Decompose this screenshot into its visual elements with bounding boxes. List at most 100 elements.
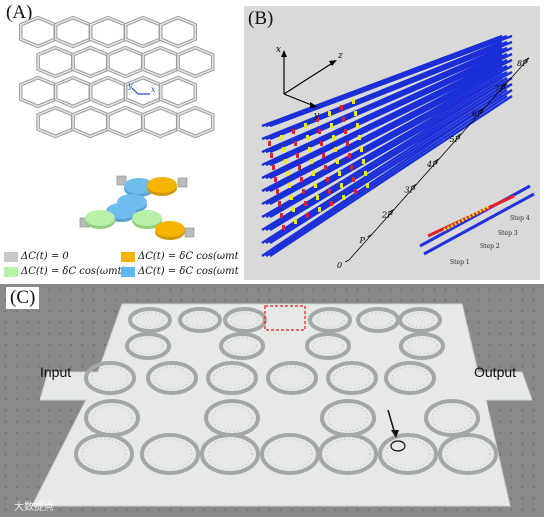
ring-resonator	[146, 361, 198, 395]
modulated-segment	[286, 171, 289, 176]
inset-step-1: Step 1	[450, 259, 470, 266]
waveguide-rod	[265, 52, 508, 167]
lattice-cell-highlight	[72, 46, 109, 78]
lattice-cell-highlight	[159, 76, 197, 108]
waveguide-rod	[261, 82, 503, 232]
legend-text-zero: ΔC(t) = 0	[21, 251, 69, 262]
scale-tick	[389, 209, 395, 212]
modulated-segment	[316, 117, 319, 122]
ring-holes	[147, 438, 193, 470]
legend-text-minus: ΔC(t) = δC cos(ωmt − 2π / 3)	[138, 251, 240, 262]
panel-c-label: (C)	[6, 287, 40, 309]
waveguide-rod	[261, 58, 503, 180]
modulated-segment	[280, 213, 283, 218]
modulated-segment	[308, 147, 311, 152]
ring-holes	[207, 438, 253, 470]
scale-label: 8P	[517, 59, 528, 68]
modulated-segment	[342, 117, 345, 122]
ring-resonator	[128, 307, 172, 333]
waveguide-rod	[265, 76, 508, 219]
modulated-segment	[294, 219, 297, 224]
axis-x-label: x	[151, 85, 156, 94]
probe-marker	[390, 440, 406, 452]
ring-holes	[327, 404, 369, 432]
modulated-segment	[366, 183, 369, 188]
inset-step-3: Step 3	[498, 230, 518, 237]
modulated-segment	[268, 141, 271, 146]
ring-holes	[312, 337, 344, 355]
modulated-segment	[334, 147, 337, 152]
ring-resonator	[178, 307, 222, 333]
ring-holes	[385, 438, 431, 470]
waveguide-rod	[269, 52, 513, 167]
ring-resonator	[305, 332, 351, 360]
modulated-segment	[328, 111, 331, 116]
ring-resonator	[84, 361, 136, 395]
waveguide-rod	[269, 34, 513, 128]
ring-holes	[273, 366, 311, 390]
ring-holes	[230, 312, 260, 328]
input-label: Input	[40, 364, 72, 380]
hexagonal-lattice: y x	[18, 15, 215, 240]
ring-holes	[135, 312, 165, 328]
modulated-segment	[320, 141, 323, 146]
ring-holes	[91, 366, 129, 390]
modulated-segment	[326, 177, 329, 182]
lattice-cell-highlight	[72, 106, 109, 138]
modulated-segment	[330, 123, 333, 128]
waveguide-rod	[261, 95, 503, 257]
panel-a-label: (A)	[6, 2, 33, 23]
waveguide-rod	[261, 88, 503, 245]
modulated-segment	[352, 177, 355, 182]
modulation-inset: Step 1 Step 2 Step 3 Step 4	[419, 184, 535, 266]
waveguide-rod	[269, 40, 513, 141]
axis-y-label: y	[127, 81, 133, 90]
ring-holes	[213, 366, 251, 390]
lattice-cell-highlight	[124, 16, 162, 48]
lattice-cell-highlight	[89, 76, 127, 108]
ring-resonator	[326, 361, 378, 395]
waveguide-rod	[265, 34, 508, 128]
ring-holes	[391, 366, 429, 390]
lattice-cell-highlight	[177, 46, 214, 78]
watermark: 大数提点	[14, 502, 54, 513]
legend-swatch-yellow	[121, 252, 135, 262]
ring-resonator	[378, 433, 438, 475]
lattice-cell-highlight	[142, 106, 179, 138]
modulated-segment	[318, 129, 321, 134]
scale-label: P	[359, 236, 366, 245]
lattice-cell-highlight	[89, 16, 127, 48]
modulated-segment	[328, 189, 331, 194]
axis-y-label: y	[313, 111, 320, 121]
modulated-segment	[348, 153, 351, 158]
ring-resonator	[438, 433, 498, 475]
unit-cell-highlight	[264, 305, 306, 331]
modulated-segment	[282, 147, 285, 152]
legend-text-cos: ΔC(t) = δC cos(ωmt)	[21, 266, 126, 277]
panel-c: (C) Input Output 大数提点	[0, 284, 544, 517]
legend-text-plus: ΔC(t) = δC cos(ωmt + 2π / 3)	[138, 266, 240, 277]
waveguide-rod	[261, 46, 503, 154]
scale-tick	[434, 158, 440, 162]
modulated-segment	[360, 147, 363, 152]
ring-holes	[132, 337, 164, 355]
ring-resonator	[140, 433, 200, 475]
modulated-segment	[316, 195, 319, 200]
waveguide-rod	[265, 58, 508, 180]
modulated-segment	[344, 129, 347, 134]
modulated-segment	[296, 153, 299, 158]
modulated-segment	[292, 207, 295, 212]
waveguide-rod	[269, 58, 513, 180]
modulated-segment	[306, 135, 309, 140]
modulated-segment	[358, 135, 361, 140]
panel-a: (A) y x ΔC(t) = 0	[0, 0, 240, 282]
modulated-segment	[340, 183, 343, 188]
lattice-cell-highlight	[107, 106, 144, 138]
waveguide-rod	[261, 64, 503, 193]
ring-holes	[81, 438, 127, 470]
lattice-graphic	[18, 15, 215, 139]
modulated-segment	[300, 177, 303, 182]
lattice-cell-highlight	[37, 106, 74, 138]
axis-z-label: z	[337, 51, 343, 61]
